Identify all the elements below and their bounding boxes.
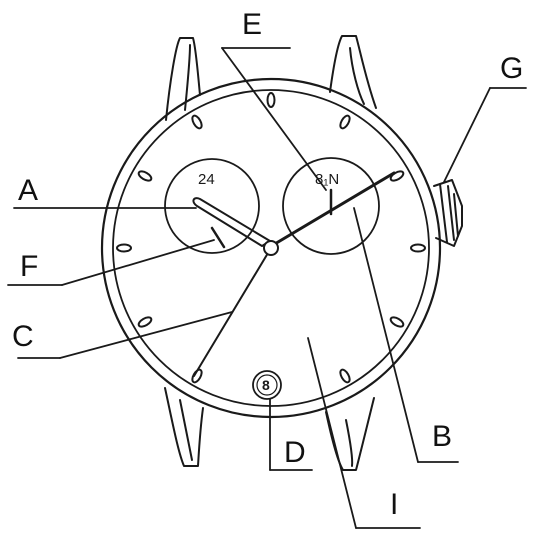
subdial-left-hand bbox=[210, 226, 226, 249]
hour-markers bbox=[116, 92, 426, 384]
hour-hand bbox=[192, 197, 271, 247]
watch-hands bbox=[192, 171, 396, 377]
dial-ring bbox=[112, 89, 430, 407]
date-window-value: 8 bbox=[262, 377, 270, 393]
callout-label-g: G bbox=[500, 52, 523, 85]
callout-label-a: A bbox=[18, 174, 38, 207]
callout-label-b: B bbox=[432, 420, 452, 453]
subdial-left-label: 24 bbox=[198, 171, 215, 188]
callout-label-f: F bbox=[20, 250, 38, 283]
callout-label-c: C bbox=[12, 320, 34, 353]
callout-label-i: I bbox=[390, 488, 398, 521]
center-pin bbox=[263, 240, 279, 256]
case-outer bbox=[100, 77, 442, 419]
crown bbox=[433, 179, 463, 247]
date-window: 8 bbox=[252, 370, 282, 400]
callout-leaders bbox=[7, 47, 527, 529]
callout-label-e: E bbox=[242, 8, 262, 41]
callout-label-d: D bbox=[284, 436, 306, 469]
callout-labels: A F C E G B D I bbox=[12, 8, 523, 521]
subdial-left: 24 bbox=[164, 158, 260, 254]
